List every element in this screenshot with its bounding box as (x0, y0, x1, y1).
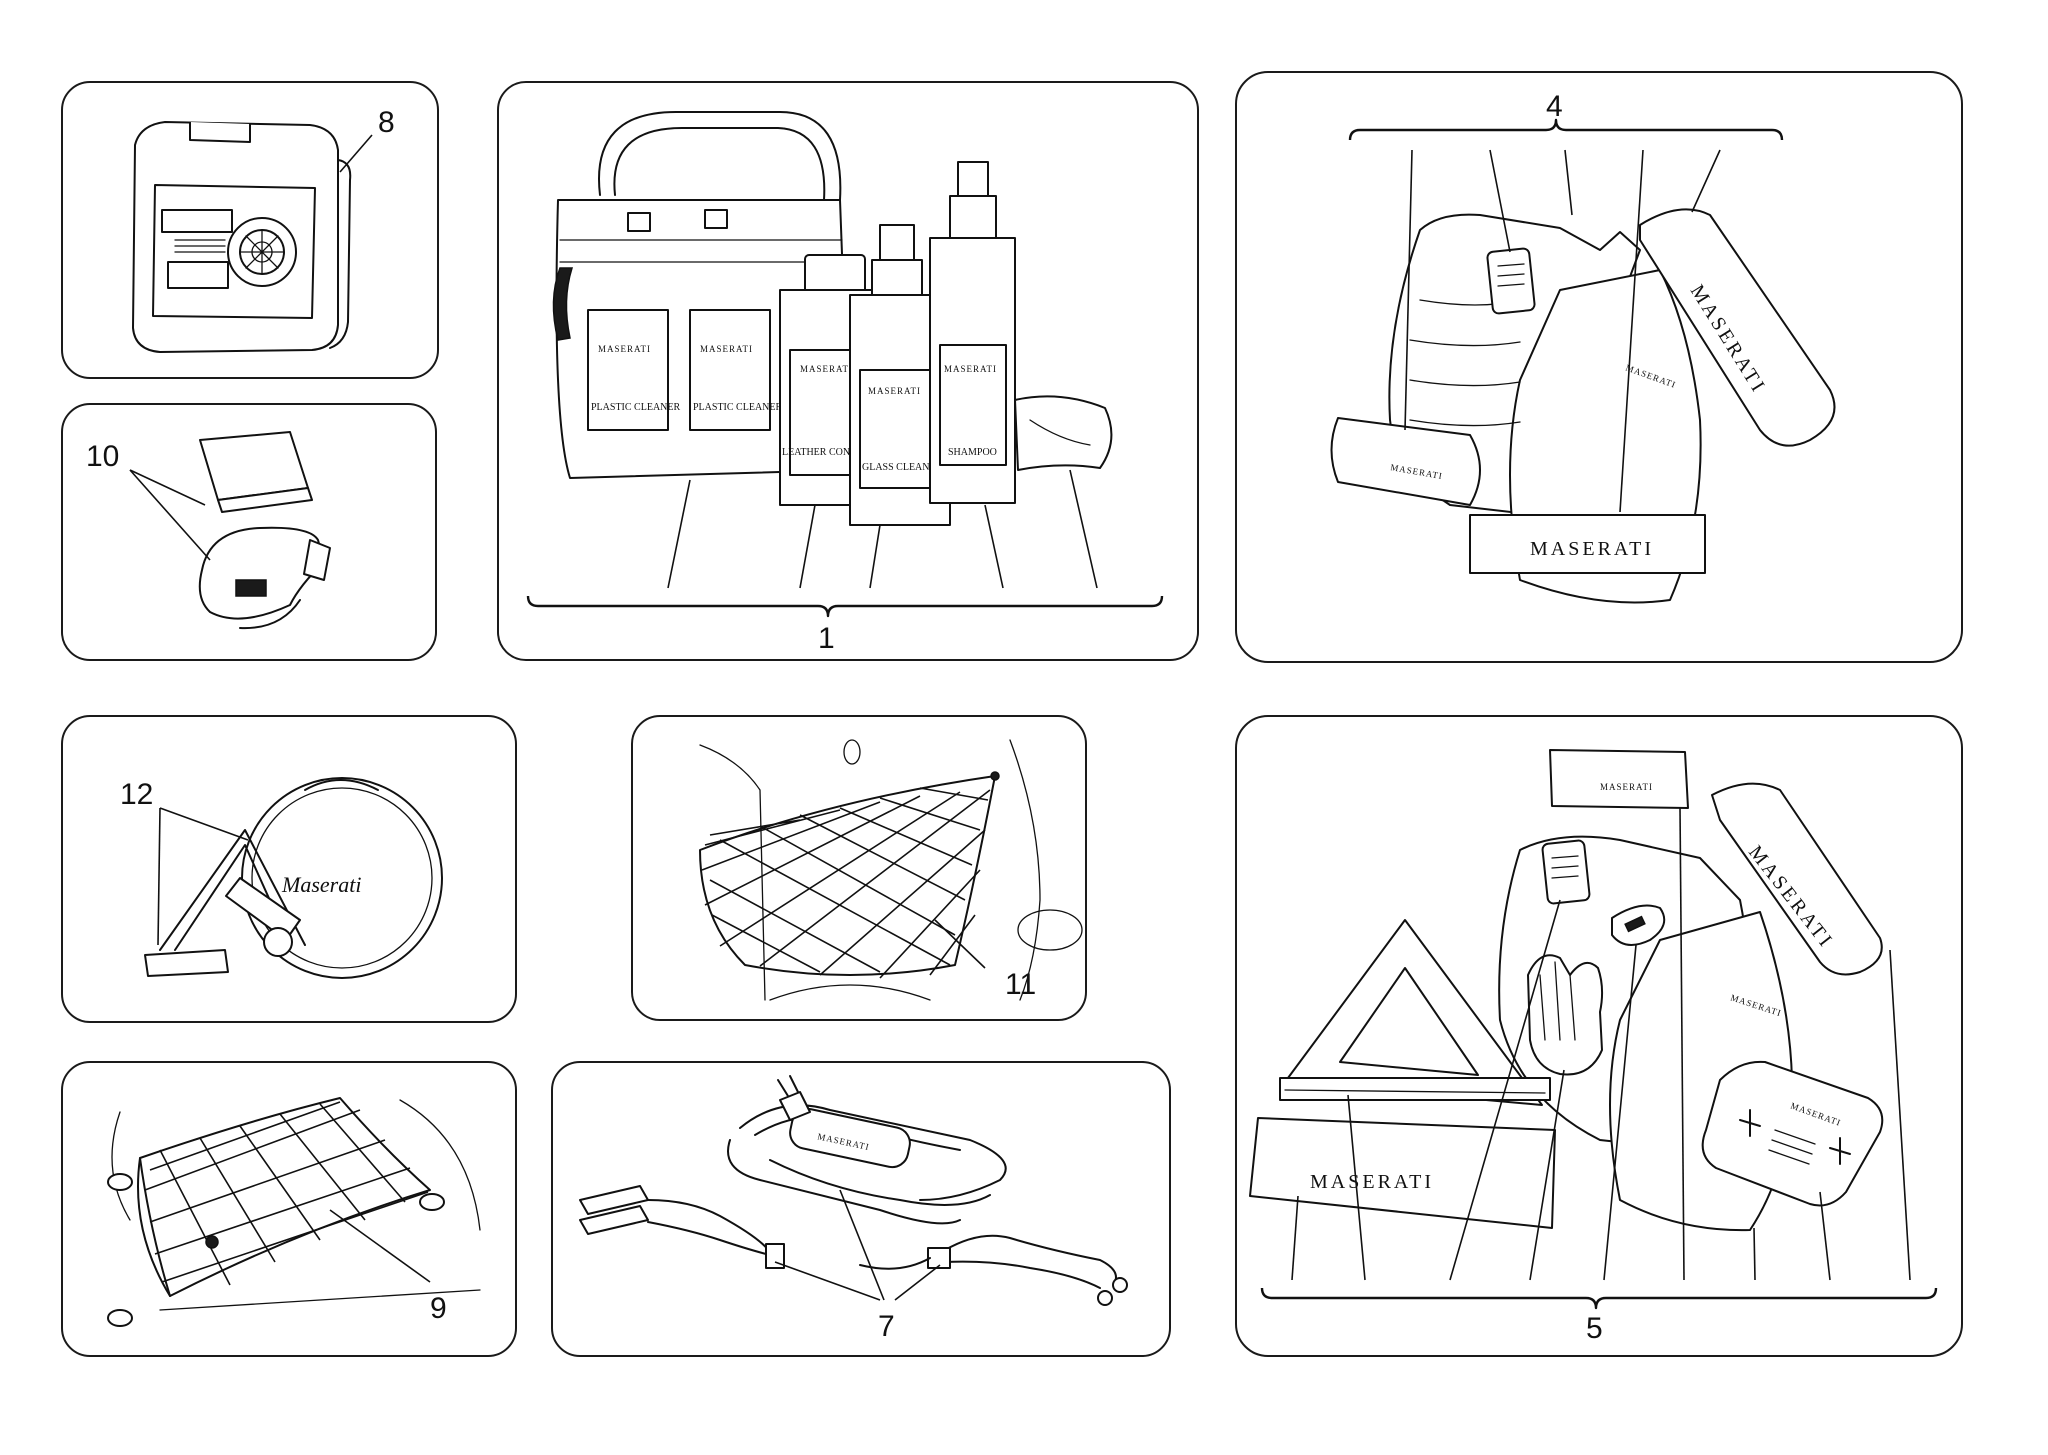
callout-8: 8 (378, 106, 395, 139)
triangle-pouch5-brand: MASERATI (1310, 1171, 1434, 1193)
trunk-floor (107, 1099, 481, 1327)
bottle1-brand: MASERATI (800, 364, 853, 374)
panel-4-safety-kit: 4 MASERATI MASERATI MASERATI MASERATI (1235, 71, 1963, 663)
callout-12: 12 (120, 778, 153, 811)
microfiber-cloth (1014, 395, 1113, 471)
bottle3-text: SHAMPOO (948, 447, 997, 458)
callout-4: 4 (1546, 90, 1563, 123)
first-aid-icon: MASERATI (1701, 1060, 1884, 1207)
panel-5-full-safety-kit: MASERATI MASERATI MASERATI MASE (1235, 715, 1963, 1357)
warning-triangle-icon (1279, 919, 1551, 1106)
bag-label-left: MASERATI (598, 344, 651, 354)
callout-7: 7 (878, 1310, 895, 1343)
top-pouch-brand: MASERATI (1600, 782, 1653, 792)
battery-charger-icon: MASERATI (579, 1075, 1128, 1306)
callout-5: 5 (1586, 1312, 1603, 1345)
bottle2-text: GLASS CLEANER (862, 462, 943, 473)
id-tag (1486, 247, 1536, 315)
triangle-pouch-5: MASERATI (1249, 1117, 1556, 1229)
bag-text-right: PLASTIC CLEANER (693, 402, 783, 413)
panel-10-tow-strap: 10 (61, 403, 437, 661)
callout-1: 1 (818, 622, 835, 655)
panel-12-repair-kit: Maserati 12 (61, 715, 517, 1023)
glove-pouch: MASERATI (1330, 417, 1481, 506)
bag-label-right: MASERATI (700, 344, 753, 354)
cargo-net-icon (699, 771, 1000, 979)
triangle-pouch-brand: MASERATI (1530, 538, 1654, 560)
trunk-wall (699, 739, 1083, 1001)
jack-tool-icon (144, 829, 306, 977)
tow-strap-icon (198, 431, 331, 630)
panel-11-side-net: 11 (631, 715, 1087, 1021)
bottle2-brand: MASERATI (868, 386, 921, 396)
callout-10: 10 (86, 440, 119, 473)
bottle-shampoo: MASERATI SHAMPOO (929, 161, 1016, 504)
panel-1-car-care-kit: MASERATI MASERATI PLASTIC CLEANER PLASTI… (497, 81, 1199, 661)
bottle3-brand: MASERATI (944, 364, 997, 374)
glove-pouch-top: MASERATI (1549, 749, 1689, 809)
bottle1-text: LEATHER CONDITIONER (782, 447, 898, 458)
bottle-leather-conditioner: MASERATI LEATHER CONDITIONER (779, 254, 898, 506)
glove-icon (1527, 954, 1604, 1076)
tire-inflator-icon (132, 121, 352, 353)
cargo-net-icon (137, 1097, 431, 1297)
care-bag-icon: MASERATI MASERATI PLASTIC CLEANER PLASTI… (552, 110, 851, 479)
panel-8-tire-inflator: 8 (61, 81, 439, 379)
triangle-pouch: MASERATI (1469, 514, 1706, 574)
callout-11: 11 (1005, 968, 1036, 1001)
id-tag-5 (1541, 839, 1591, 905)
bag-text-left: PLASTIC CLEANER (591, 402, 681, 413)
bag-script: Maserati (281, 872, 361, 897)
callout-9: 9 (430, 1292, 447, 1325)
panel-7-battery-charger: MASERATI 7 (551, 1061, 1171, 1357)
flashlight-icon (1611, 904, 1666, 946)
panel-9-floor-net: 9 (61, 1061, 517, 1357)
